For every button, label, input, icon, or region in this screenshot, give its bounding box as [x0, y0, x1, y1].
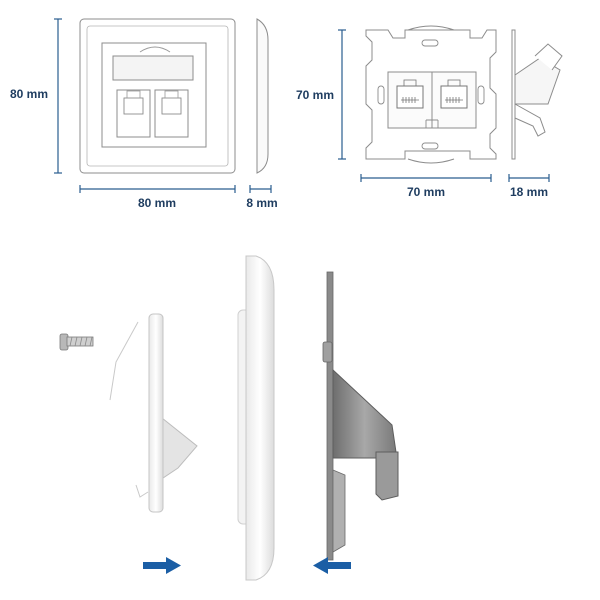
faceplate-depth-dimension: 8 mm	[246, 185, 278, 210]
faceplate-height-dimension: 80 mm	[10, 18, 62, 174]
faceplate-height-label: 80 mm	[10, 87, 48, 101]
insert-width-dimension: 70 mm	[360, 174, 492, 199]
arrow-right-icon	[143, 557, 181, 574]
insert-depth-dimension: 18 mm	[508, 174, 550, 199]
insert-width-label: 70 mm	[407, 185, 445, 199]
insert-height-label: 70 mm	[296, 88, 334, 102]
insert-depth-label: 18 mm	[510, 185, 548, 199]
faceplate-front-view	[79, 18, 236, 174]
frame-part	[237, 255, 275, 581]
screw-part	[59, 333, 94, 351]
faceplate-width-label: 80 mm	[138, 196, 176, 210]
faceplate-depth-label: 8 mm	[246, 196, 277, 210]
insert-front-view	[365, 25, 497, 164]
arrow-left-icon	[313, 557, 351, 574]
cover-part	[109, 313, 198, 513]
insert-side-view	[511, 29, 563, 160]
faceplate-width-dimension: 80 mm	[79, 185, 236, 210]
insert-part	[322, 271, 399, 561]
faceplate-side-view	[256, 18, 269, 174]
insert-height-dimension: 70 mm	[296, 29, 346, 160]
